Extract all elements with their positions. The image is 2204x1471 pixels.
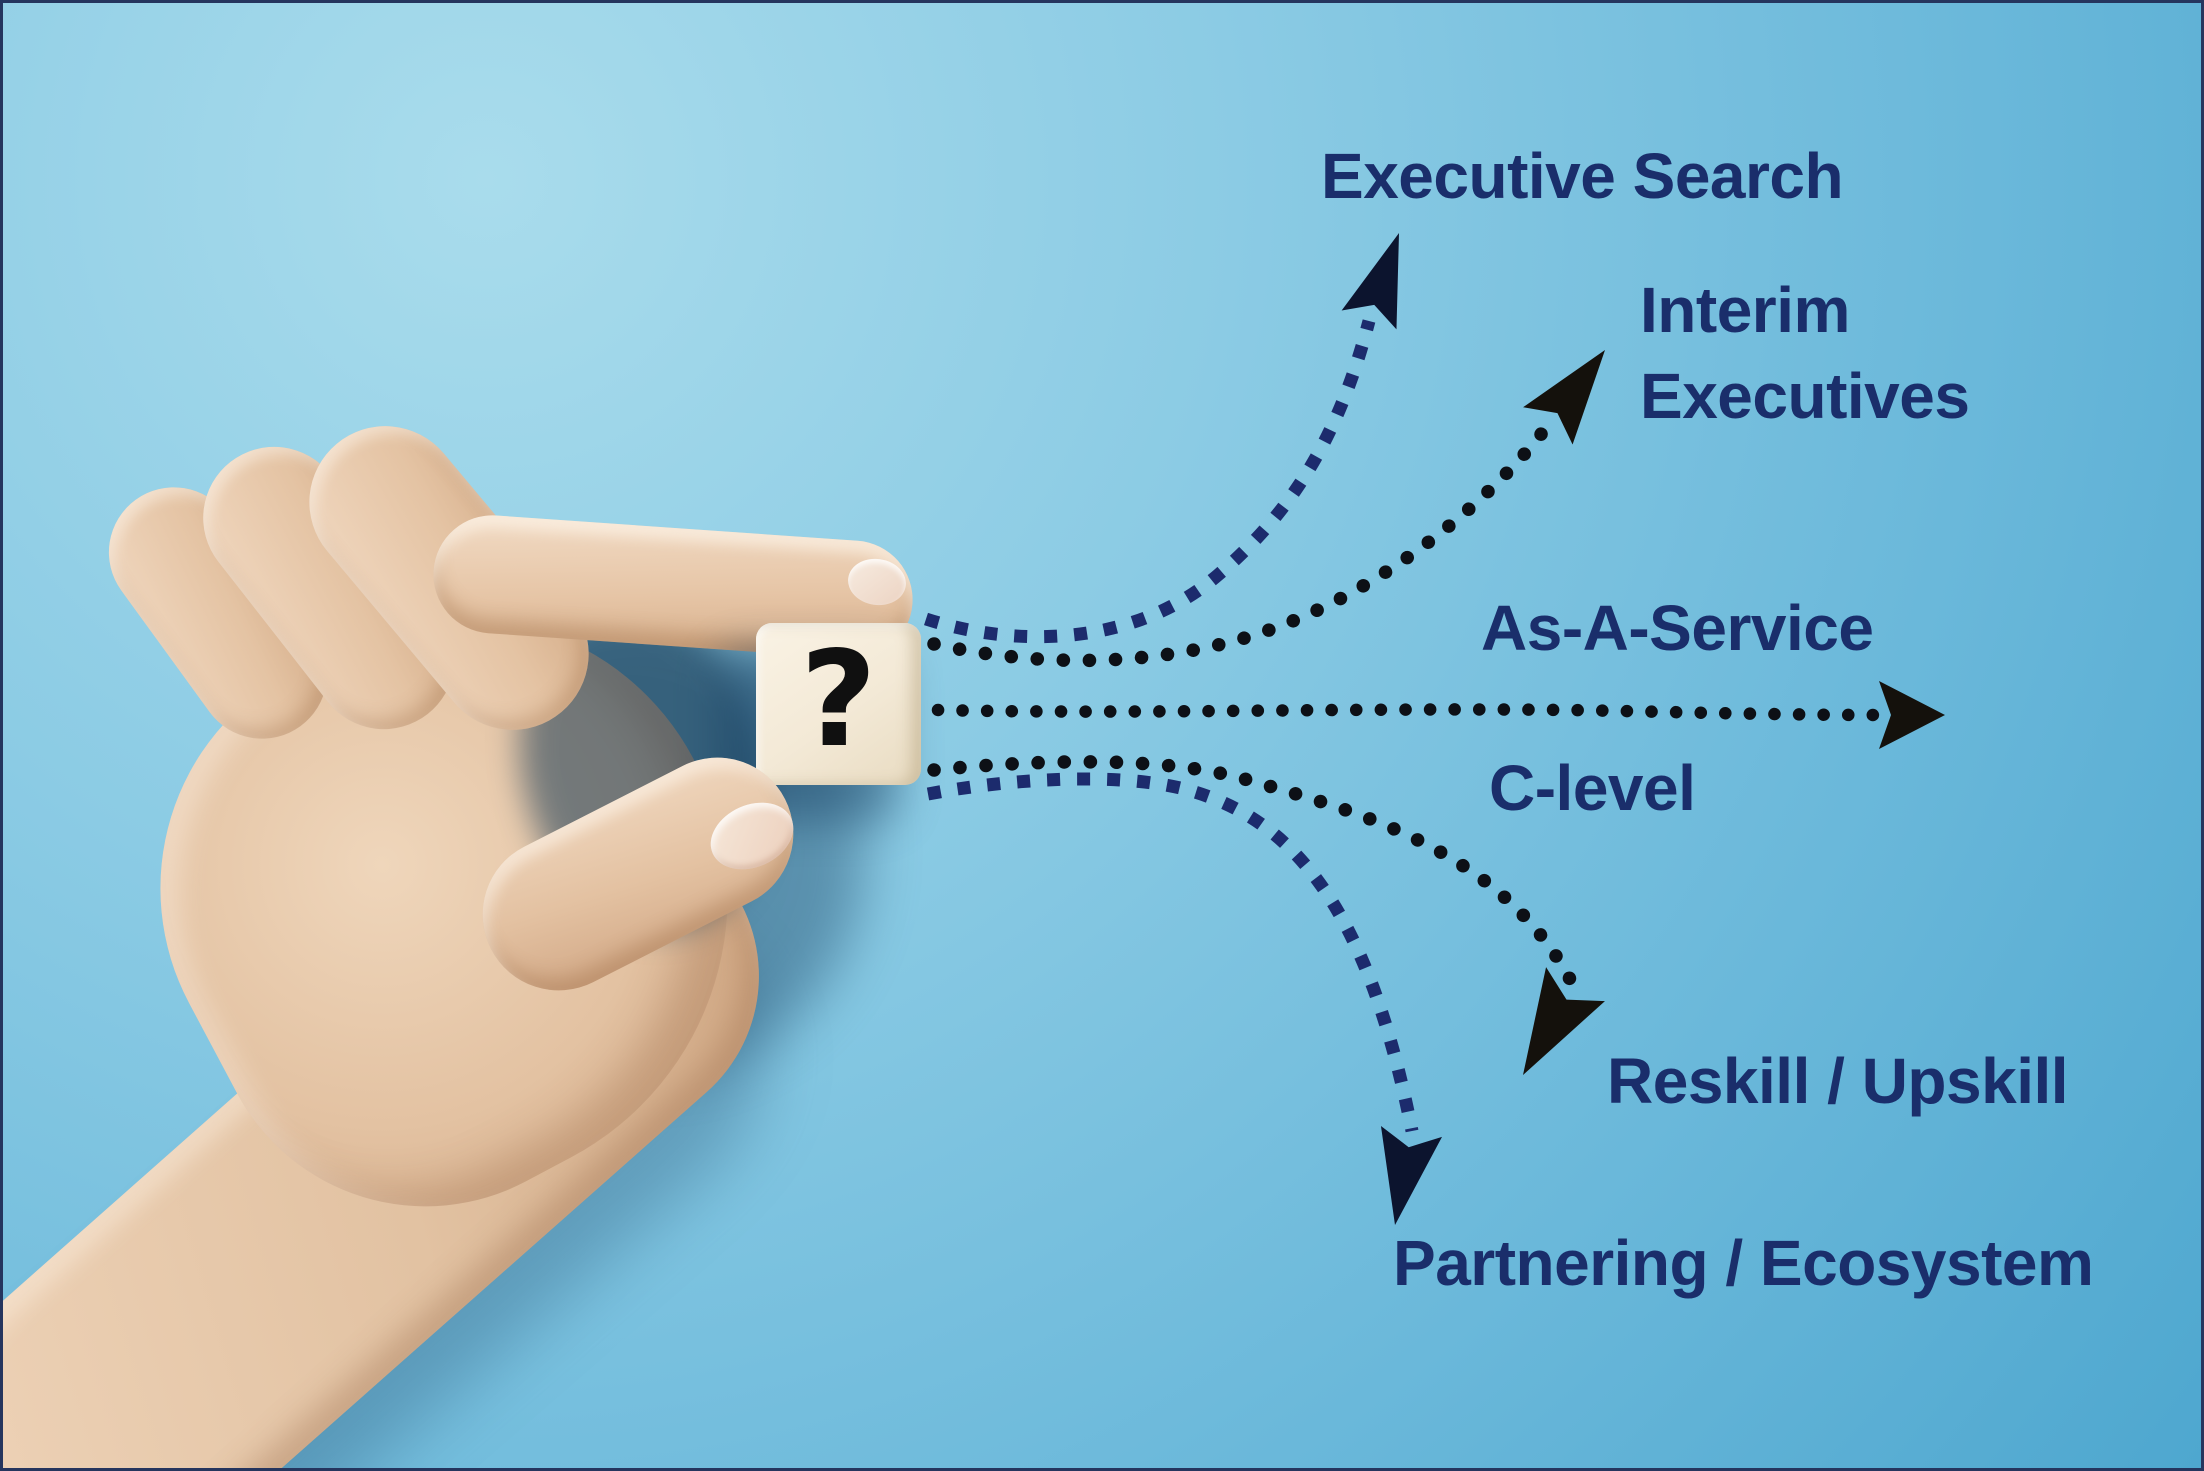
dotted-line-interim-executives (927, 414, 1558, 668)
label-as-a-service: As-A-Service (1481, 592, 1874, 664)
dotted-line-horizontal (931, 703, 1884, 722)
label-interim: Interim (1640, 274, 1850, 346)
horizontal-arrowhead-icon (1879, 681, 1945, 749)
executive-search-arrowhead-icon (1341, 233, 1399, 330)
dotted-line-executive-search (924, 319, 1376, 644)
interim-executives-arrowhead-icon (1523, 350, 1605, 445)
label-reskill-upskill: Reskill / Upskill (1607, 1045, 2069, 1117)
dotted-line-partnering (926, 772, 1419, 1133)
label-c-level: C-level (1489, 752, 1696, 824)
reskill-arrowhead-icon (1523, 967, 1605, 1075)
arrows-layer (924, 233, 1945, 1225)
dotted-line-reskill (927, 755, 1580, 992)
label-executives: Executives (1640, 360, 1970, 432)
label-executive-search: Executive Search (1321, 140, 1844, 212)
question-mark: ? (800, 623, 877, 777)
label-partnering-ecosystem: Partnering / Ecosystem (1393, 1227, 2094, 1299)
partnering-arrowhead-icon (1380, 1126, 1443, 1225)
question-cube: ? (756, 623, 921, 785)
